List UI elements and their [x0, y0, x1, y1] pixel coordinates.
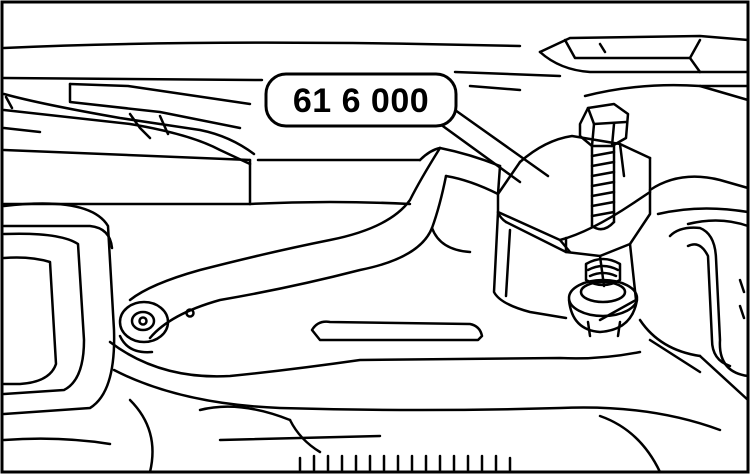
ball-joint	[567, 257, 639, 338]
right-housing	[638, 175, 750, 402]
left-shelf	[2, 158, 422, 250]
callout-box	[264, 72, 458, 128]
tool-number-label: 61 6 000	[293, 82, 429, 120]
tool-number-callout: 61 6 000	[264, 72, 458, 128]
left-pivot-nut	[118, 300, 195, 354]
left-housing	[2, 202, 116, 416]
upper-left-cowl	[2, 82, 256, 206]
callout-leader	[438, 108, 550, 184]
puller-tool	[492, 134, 652, 322]
linkage-arm	[128, 146, 502, 340]
upper-right-bracket	[538, 34, 750, 102]
lower-bulkhead	[2, 320, 722, 474]
puller-bolt	[578, 102, 630, 231]
vent-grille	[298, 454, 512, 472]
hood-edge-lines	[2, 41, 562, 92]
